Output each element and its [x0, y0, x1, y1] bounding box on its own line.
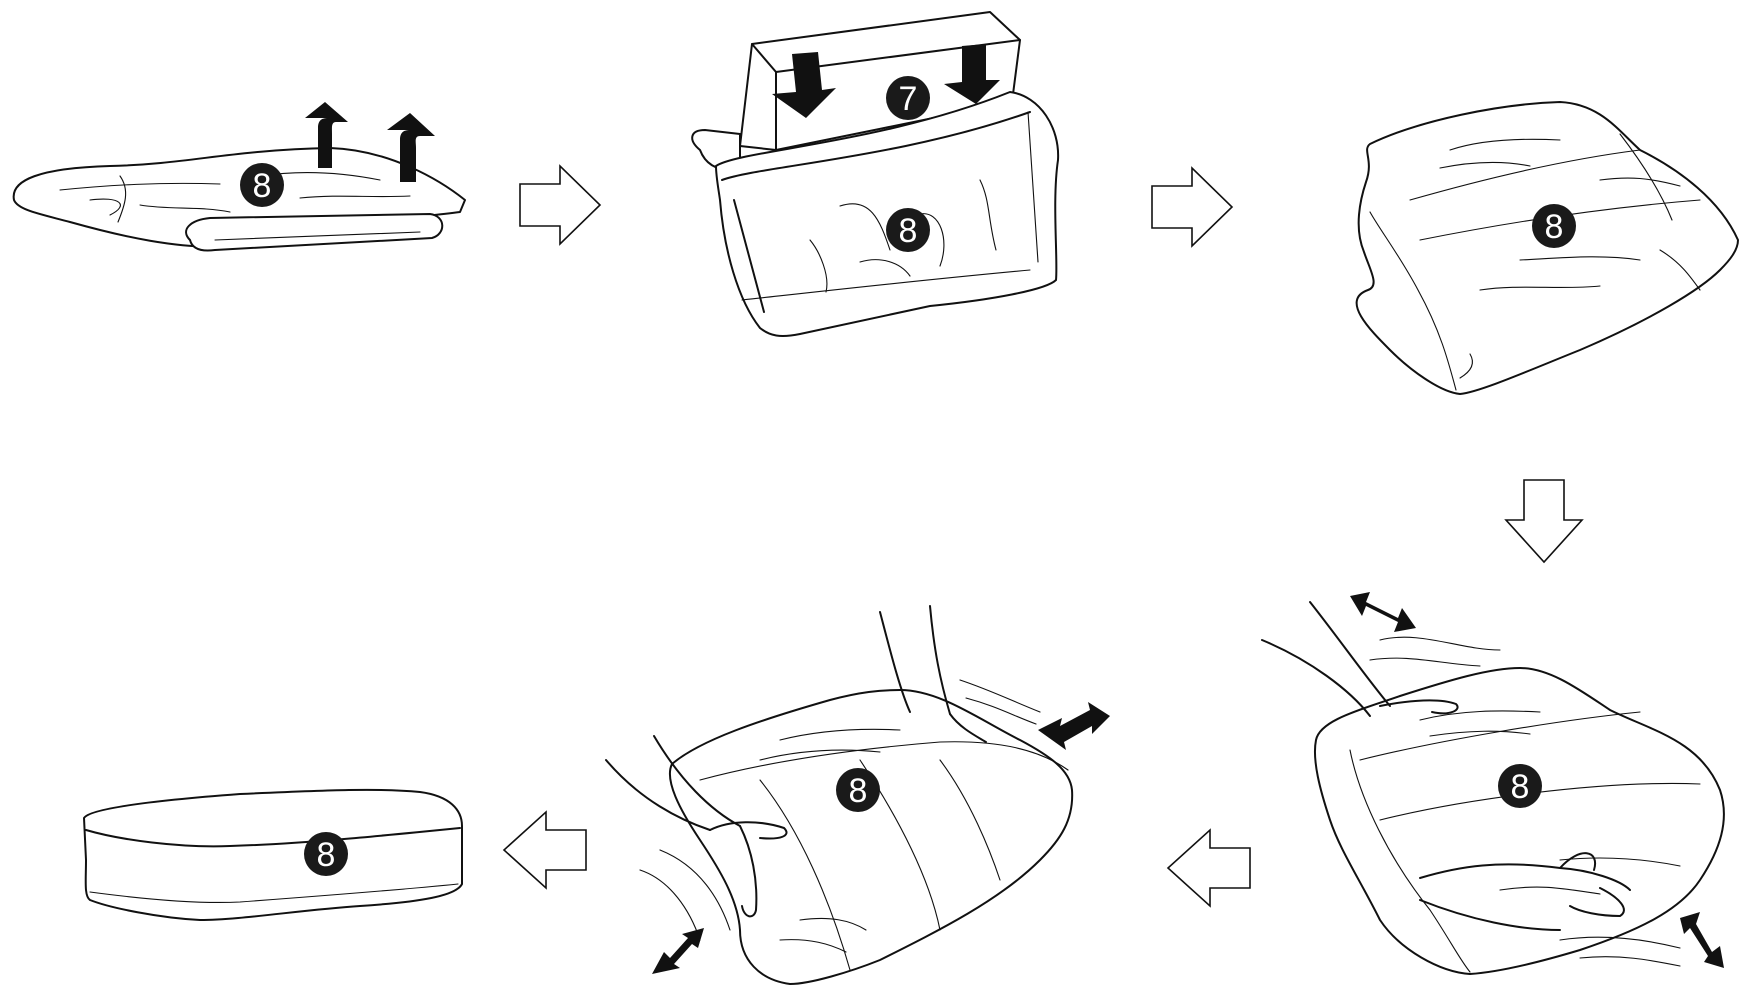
- badge-step6-text: 8: [317, 836, 336, 874]
- step3-filled-cushion: [1357, 102, 1738, 394]
- step2-insert-foam: [692, 12, 1058, 336]
- shake-arrow-top: [1350, 592, 1416, 632]
- badge-step3-text: 8: [1545, 208, 1564, 246]
- flow-arrow-right-2: [1152, 168, 1232, 246]
- shake-arrow-bottom-right: [1680, 912, 1724, 968]
- badge-step2-foam-text: 7: [899, 80, 918, 118]
- flow-arrow-down: [1506, 480, 1582, 562]
- flow-arrow-right-1: [520, 166, 600, 244]
- badge-step3: 8: [1532, 204, 1576, 248]
- step6-finished-cushion: [84, 790, 462, 920]
- badge-step1-text: 8: [253, 167, 272, 205]
- badge-step4-text: 8: [1511, 768, 1530, 806]
- step4-smoothing-cushion: [1262, 592, 1724, 974]
- badge-step5: 8: [836, 768, 880, 812]
- step1-folded-cover: [14, 102, 465, 251]
- flow-arrow-left-1: [1168, 830, 1250, 906]
- badge-step2-cover: 8: [886, 208, 930, 252]
- badge-step5-text: 8: [849, 772, 868, 810]
- shake-arrow-right: [1038, 702, 1110, 750]
- badge-step2-foam: 7: [886, 76, 930, 120]
- badge-step2-cover-text: 8: [899, 212, 918, 250]
- flow-arrow-left-2: [504, 812, 586, 888]
- badge-step6: 8: [304, 832, 348, 876]
- shake-arrow-bottom-left: [652, 928, 704, 974]
- badge-step1: 8: [240, 163, 284, 207]
- badge-step4: 8: [1498, 764, 1542, 808]
